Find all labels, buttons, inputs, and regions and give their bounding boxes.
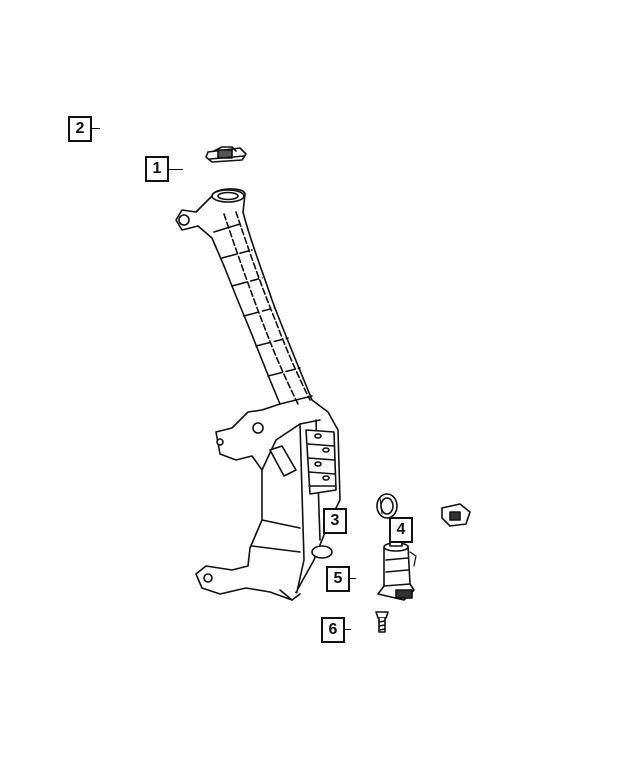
screw-part: [375, 611, 389, 633]
reservoir-cap-part: [205, 146, 247, 163]
callout-5: 5: [326, 566, 350, 592]
callout-6-label: 6: [328, 621, 338, 638]
callout-4-label: 4: [396, 521, 406, 538]
pump-connector-part: [441, 503, 471, 527]
callout-2-leader: [92, 128, 100, 129]
callout-5-label: 5: [333, 570, 343, 587]
washer-pump-part: [377, 537, 417, 601]
callout-3-label: 3: [330, 512, 340, 529]
grommet-part: [376, 493, 398, 519]
callout-5-leader: [350, 578, 356, 579]
callout-6: 6: [321, 617, 345, 643]
callout-4: 4: [389, 517, 413, 543]
callout-2: 2: [68, 116, 92, 142]
callout-6-leader: [345, 629, 351, 630]
callout-1-leader: [169, 169, 183, 170]
callout-3: 3: [323, 508, 347, 534]
callout-1-label: 1: [152, 160, 162, 177]
callout-2-label: 2: [75, 120, 85, 137]
callout-1: 1: [145, 156, 169, 182]
washer-reservoir-part: [175, 188, 341, 601]
